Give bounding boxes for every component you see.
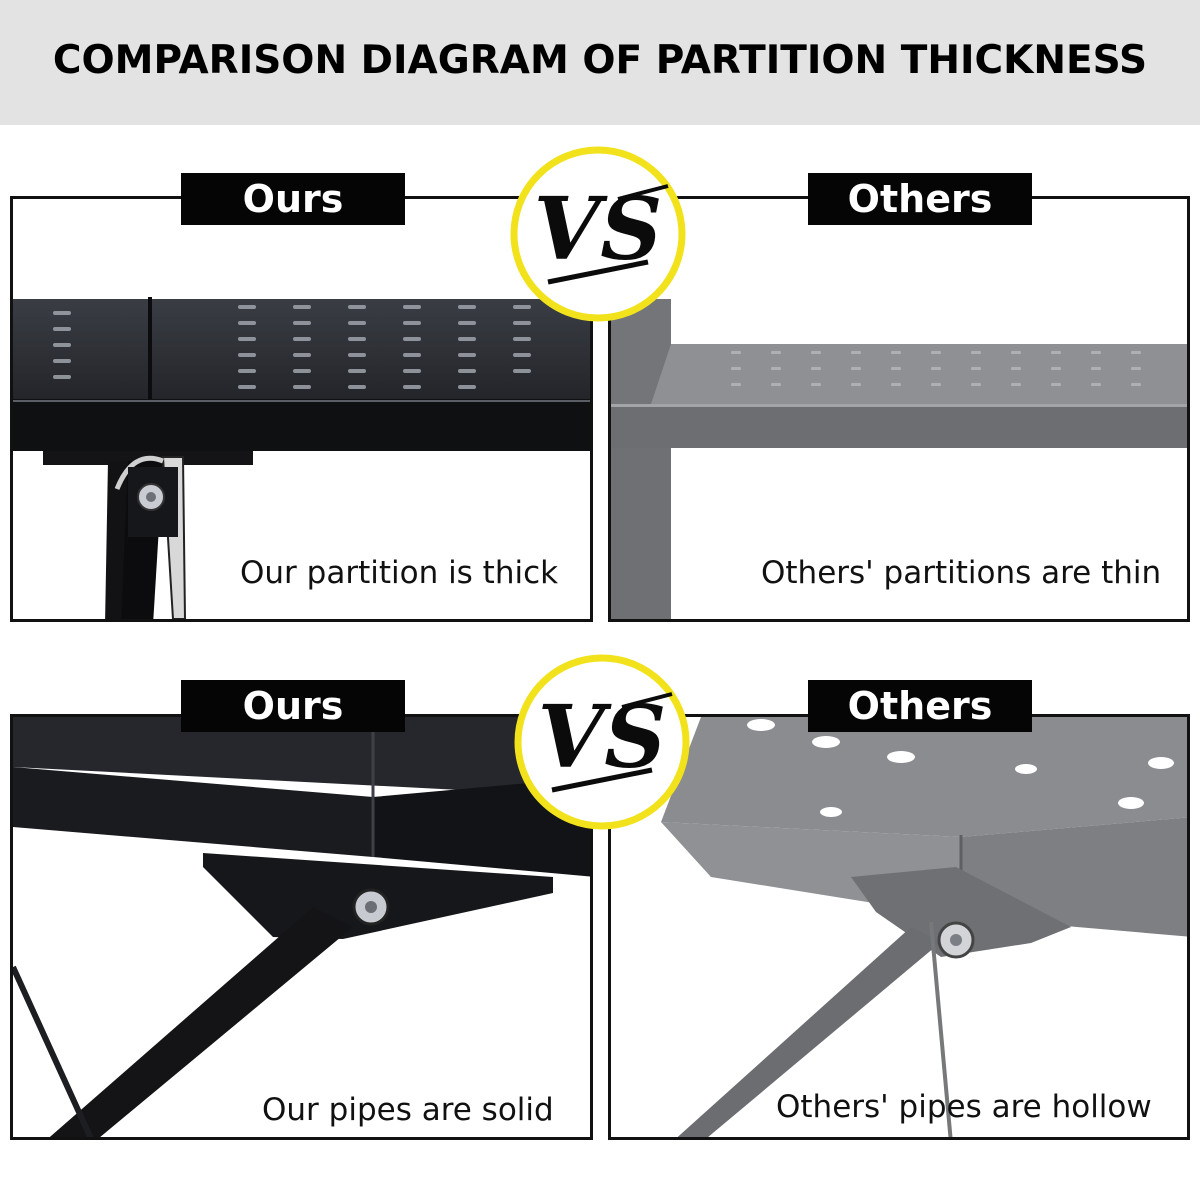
others-thin-shelf-photo [611, 199, 1187, 619]
ours-pipes-caption: Our pipes are solid [262, 1092, 554, 1128]
ours-tag-2: Ours [181, 680, 405, 732]
others-tag-2: Others [808, 680, 1032, 732]
vs-brush-stroke-icon [547, 259, 649, 285]
ours-thickness-panel: Our partition is thick [10, 196, 593, 622]
vs-brush-stroke-icon [617, 184, 669, 201]
ours-tag-1: Ours [181, 173, 405, 225]
others-hollow-pipe-photo [611, 717, 1187, 1137]
vs-badge-2: VS [514, 654, 690, 830]
vs-brush-stroke-icon [551, 767, 653, 793]
others-thickness-caption: Others' partitions are thin [761, 555, 1162, 591]
ours-solid-pipe-photo [13, 717, 590, 1137]
page-title: COMPARISON DIAGRAM OF PARTITION THICKNES… [52, 38, 1148, 83]
others-pipes-caption: Others' pipes are hollow [776, 1089, 1152, 1125]
others-thickness-panel: Others' partitions are thin [608, 196, 1190, 622]
ours-pipes-panel: Our pipes are solid [10, 714, 593, 1140]
others-pipes-panel: Others' pipes are hollow [608, 714, 1190, 1140]
vs-brush-stroke-icon [621, 692, 673, 709]
others-tag-1: Others [808, 173, 1032, 225]
title-banner: COMPARISON DIAGRAM OF PARTITION THICKNES… [0, 0, 1200, 125]
ours-thickness-caption: Our partition is thick [240, 555, 559, 591]
vs-badge-1: VS [510, 146, 686, 322]
ours-thick-shelf-photo [13, 199, 590, 619]
